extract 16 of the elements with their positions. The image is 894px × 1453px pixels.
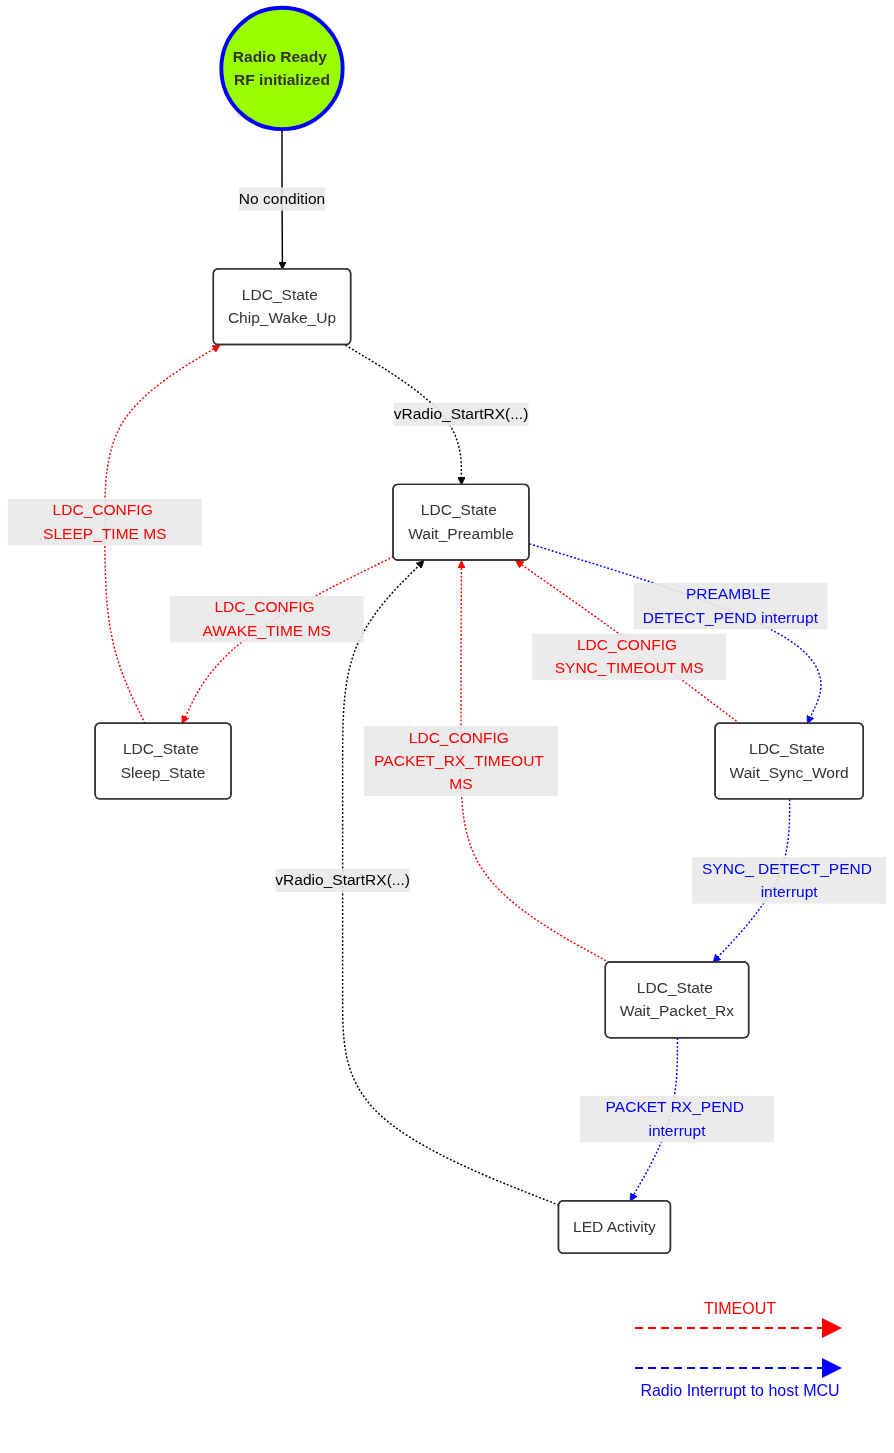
node-circle: Radio Ready RF initialized [219,5,345,132]
edge-label: LDC_CONFIG PACKET_RX_TIMEOUT MS [374,728,544,793]
edge-label: LDC_CONFIG SLEEP_TIME MS [43,501,167,542]
edge-label: SYNC_ DETECT_PEND interrupt [702,860,873,900]
legend-text: TIMEOUT [703,1300,777,1318]
arrow [341,560,560,1206]
edge-label: PACKET RX_PEND interrupt [605,1098,744,1139]
edge-label: vRadio_StartRX(...) [275,871,410,889]
arrow [528,543,822,725]
arrow [344,344,466,486]
legend-text: Radio Interrupt to host MCU [639,1382,841,1400]
edge-label: PREAMBLE DETECT_PEND interrupt [642,585,818,626]
edge-label: No condition [238,190,326,207]
edge-label: LDC_CONFIG SYNC_TIMEOUT MS [554,636,704,677]
edge-label: vRadio_StartRX(...) [393,405,529,423]
edge-label: LDC_CONFIG AWAKE_TIME MS [202,598,331,639]
